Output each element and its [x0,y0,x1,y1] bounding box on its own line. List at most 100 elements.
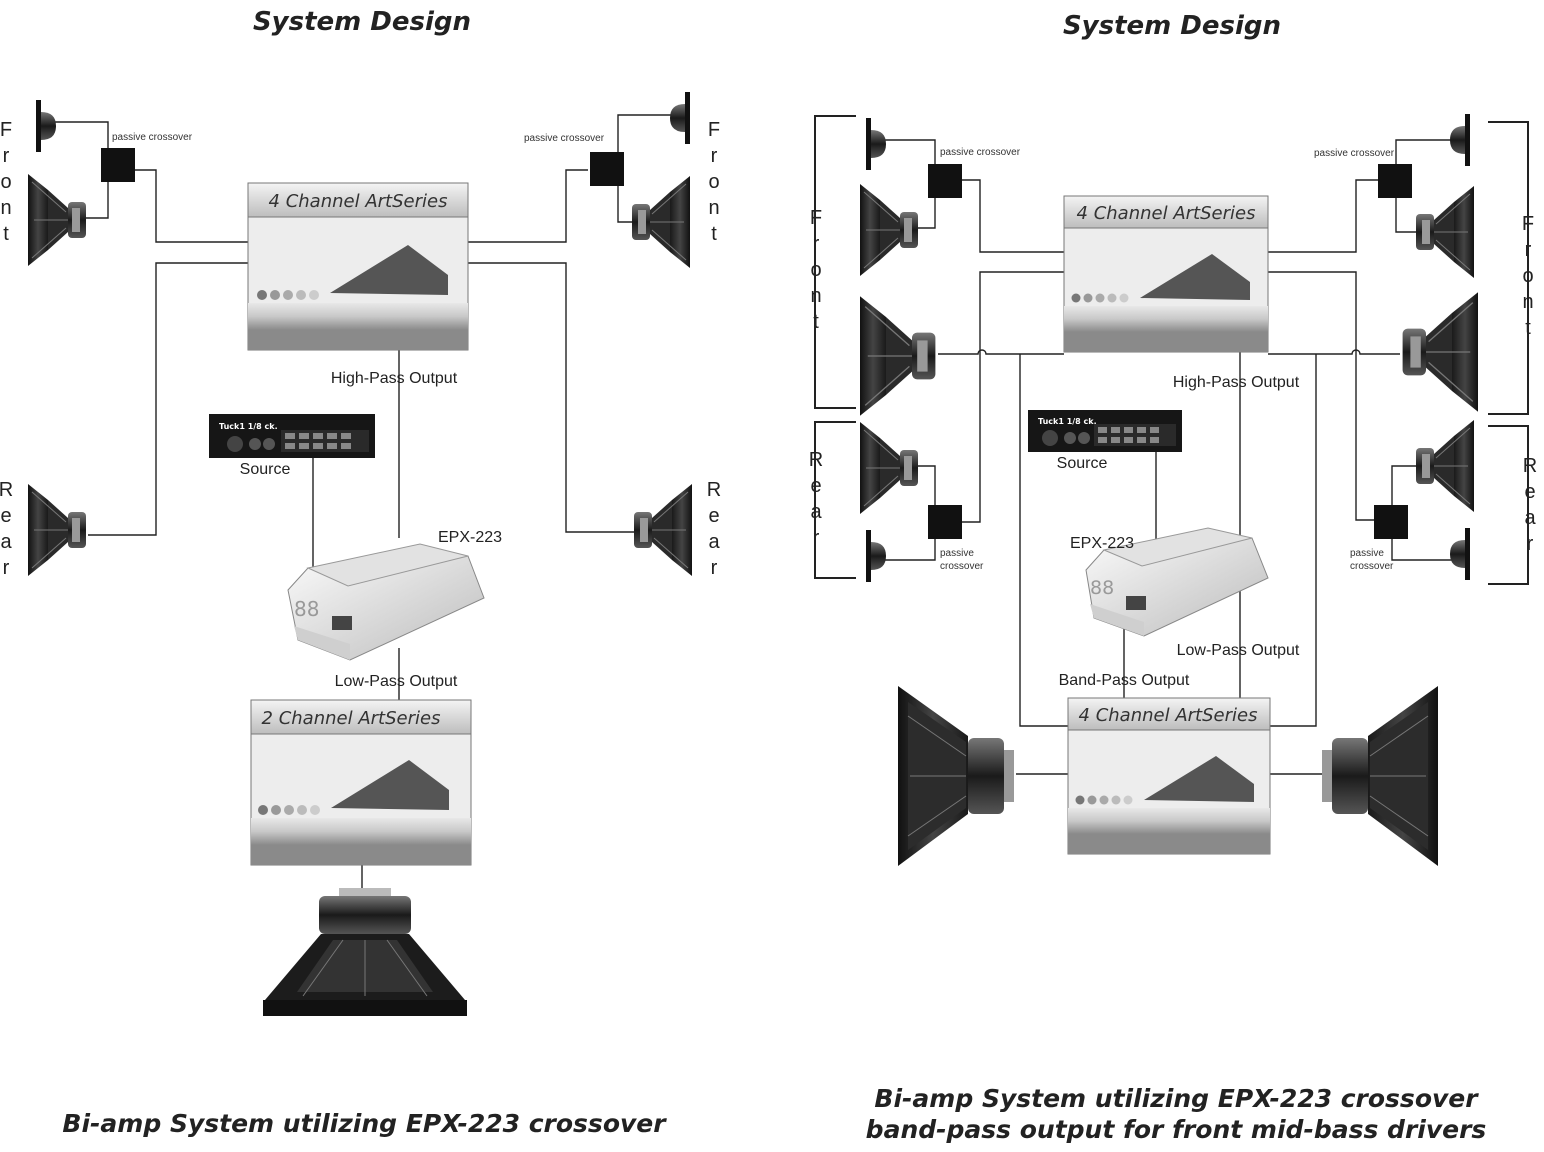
front-letter: F [1522,213,1534,235]
rear-letter: e [708,505,719,527]
front-letter: n [1522,291,1533,313]
front-letter: o [708,171,719,193]
tweeter-icon [1450,528,1470,580]
rear-letter: e [810,475,821,497]
speaker-icon [631,175,691,269]
front-right-label: F r o n t [1522,213,1534,339]
speaker-icon [1415,419,1475,513]
front-letter: r [711,145,718,167]
front-left-label: F r o n t [0,119,12,245]
speaker-icon [633,483,693,577]
passive-crossover-label: passive crossover [524,133,605,144]
front-letter: t [3,223,9,245]
tweeter-icon [36,100,56,152]
rear-letter: R [0,479,13,501]
passive-crossover-label: passive [940,548,974,559]
source-label: Source [240,461,291,478]
left-panel: System Design passive crossover passive … [0,7,721,1138]
right-title: System Design [1063,11,1281,41]
head-unit-text: Tuck1 1/8 ck. [219,422,278,431]
speaker-icon [27,483,87,577]
rear-left-label: R e a r [0,479,13,579]
epx-logo-icon: 88 [1090,577,1114,599]
passive-crossover-label: crossover [940,561,984,572]
rear-letter: r [813,527,820,549]
front-letter: F [0,119,12,141]
front-letter: t [1525,317,1531,339]
epx-logo-icon: 88 [294,597,319,621]
rear-right-label: R e a r [1523,455,1537,555]
rear-letter: r [3,557,10,579]
mid-bass-speaker-right-icon [1322,686,1438,866]
speaker-icon [1401,291,1479,413]
band-pass-output-label: Band-Pass Output [1059,672,1190,689]
rear-letter: a [708,531,720,553]
amp-4-channel-top: 4 Channel ArtSeries [1063,195,1269,353]
right-caption-line1: Bi-amp System utilizing EPX-223 crossove… [874,1084,1479,1113]
tweeter-icon [670,92,690,144]
passive-crossover-box [1374,505,1408,539]
front-letter: t [711,223,717,245]
rear-letter: e [0,505,11,527]
front-letter: n [810,285,821,307]
head-unit-text: Tuck1 1/8 ck. [1038,417,1097,426]
epx-label: EPX-223 [1070,535,1134,552]
rear-left-label: R e a r [809,449,823,549]
passive-crossover-label: crossover [1350,561,1394,572]
amp-2-channel: 2 Channel ArtSeries [250,699,472,866]
rear-right-label: R e a r [707,479,721,579]
rear-letter: R [1523,455,1537,477]
amp-title: 4 Channel ArtSeries [1079,705,1258,726]
front-letter: o [1522,265,1533,287]
right-panel: System Design [809,11,1537,1144]
rear-letter: a [0,531,12,553]
amp-title: 4 Channel ArtSeries [1077,203,1256,224]
high-pass-output-label: High-Pass Output [1173,374,1300,391]
speaker-icon [27,173,87,267]
amp-4-channel-bottom: 4 Channel ArtSeries [1067,697,1271,855]
rear-letter: r [711,557,718,579]
tweeter-icon [1450,114,1470,166]
passive-crossover-box [928,164,962,198]
epx-223-crossover: 88 [1085,527,1269,637]
front-right-label: F r o n t [708,119,720,245]
passive-crossover-label: passive crossover [940,147,1021,158]
subwoofer-icon [263,888,467,1016]
rear-letter: a [810,501,822,523]
passive-crossover-label: passive crossover [1314,148,1395,159]
low-pass-output-label: Low-Pass Output [1177,642,1300,659]
front-letter: t [813,311,819,333]
high-pass-output-label: High-Pass Output [331,370,458,387]
epx-label: EPX-223 [438,529,502,546]
rear-letter: R [809,449,823,471]
head-unit: Tuck1 1/8 ck. [209,414,375,458]
speaker-icon [859,183,919,277]
rear-letter: r [1527,533,1534,555]
amp-4-channel: 4 Channel ArtSeries [247,182,469,351]
source-label: Source [1057,455,1108,472]
passive-crossover-box [928,505,962,539]
rear-letter: a [1524,507,1536,529]
speaker-icon [859,421,919,515]
tweeter-icon [866,118,886,170]
right-caption-line2: band-pass output for front mid-bass driv… [866,1115,1487,1144]
front-letter: o [810,259,821,281]
mid-bass-speaker-left-icon [898,686,1014,866]
front-letter: n [0,197,11,219]
epx-223-crossover: 88 [287,543,485,661]
front-letter: r [3,145,10,167]
front-letter: n [708,197,719,219]
speaker-icon [1415,185,1475,279]
front-letter: F [810,207,822,229]
front-letter: F [708,119,720,141]
rear-letter: e [1524,481,1535,503]
passive-crossover-label: passive crossover [112,132,193,143]
low-pass-output-label: Low-Pass Output [335,673,458,690]
tweeter-icon [866,530,886,582]
front-letter: r [813,233,820,255]
head-unit: Tuck1 1/8 ck. [1028,410,1182,452]
amp-title: 2 Channel ArtSeries [262,708,441,729]
passive-crossover-label: passive [1350,548,1384,559]
left-title: System Design [253,7,471,37]
